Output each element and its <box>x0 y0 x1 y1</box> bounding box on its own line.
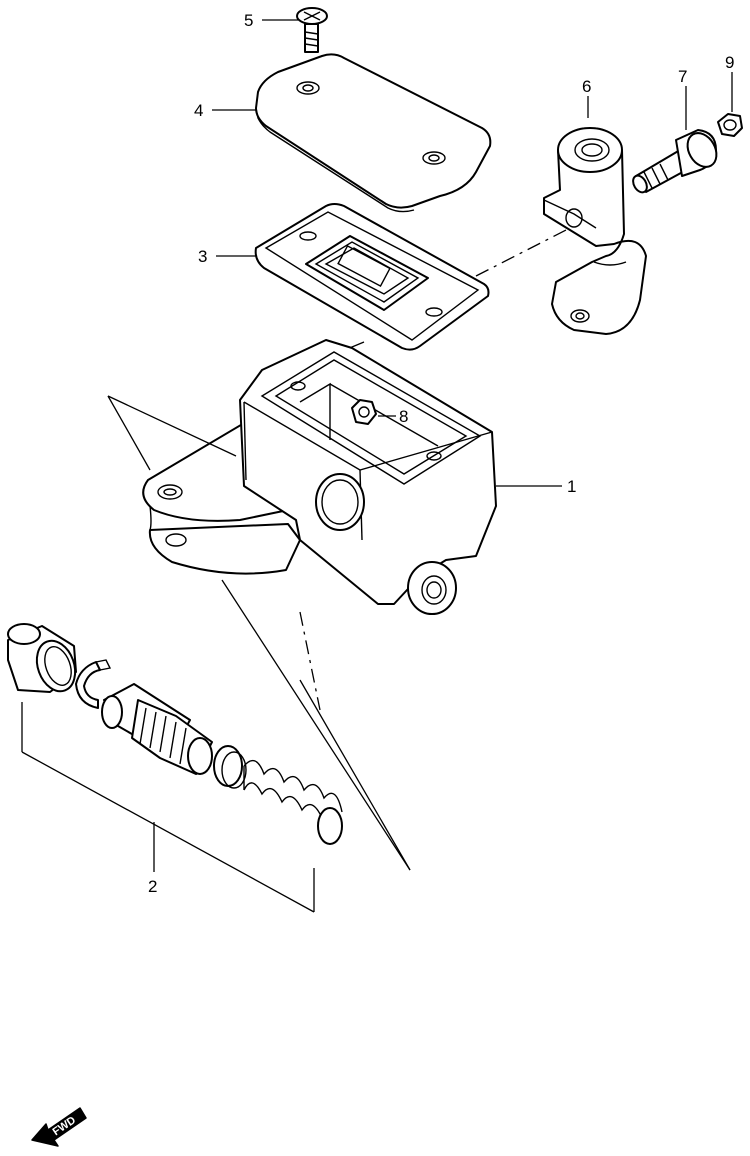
part-2-piston-kit <box>7 623 343 913</box>
part-4-reservoir-cap <box>212 53 492 213</box>
callout-3: 3 <box>198 247 207 266</box>
fwd-arrow-icon: FWD <box>31 1107 87 1147</box>
callout-2: 2 <box>148 877 157 896</box>
part-9-nut <box>717 72 743 137</box>
callout-1: 1 <box>567 477 576 496</box>
callout-5: 5 <box>244 11 253 30</box>
assembly-line-clamp <box>475 227 571 277</box>
callout-6: 6 <box>582 77 591 96</box>
part-7-bolt <box>632 86 718 194</box>
part-3-diaphragm <box>216 203 490 351</box>
callout-9: 9 <box>725 53 734 72</box>
part-6-clamp <box>543 96 647 335</box>
callout-7: 7 <box>678 67 687 86</box>
callout-8: 8 <box>399 407 408 426</box>
part-5-screw <box>262 7 328 53</box>
callout-4: 4 <box>194 101 203 120</box>
assembly-guide-lines <box>107 395 411 871</box>
part-8-fitting <box>351 399 396 425</box>
part-1-master-cylinder-body <box>142 339 562 615</box>
